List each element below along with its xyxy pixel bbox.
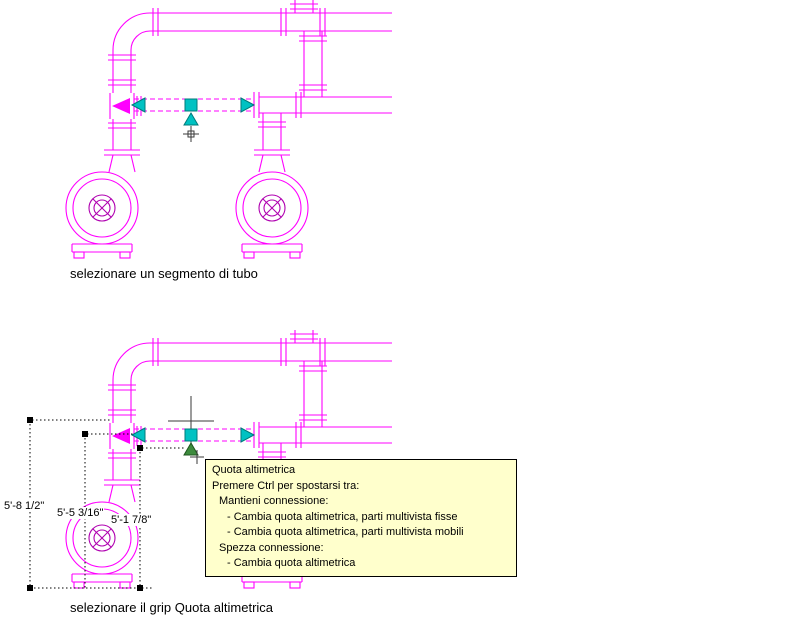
pipe-grips-top	[130, 97, 256, 126]
dimension-lines	[27, 417, 186, 591]
grip-lengthen-left[interactable]	[130, 427, 146, 443]
grip-elevation-selected[interactable]	[183, 442, 199, 456]
grip-elevation[interactable]	[183, 112, 199, 126]
pipe-scene-instance	[66, 0, 392, 258]
dimension-grip[interactable]	[137, 445, 143, 451]
grip-lengthen-right[interactable]	[240, 97, 256, 113]
tooltip-line: Mantieni connessione:	[219, 495, 329, 507]
tooltip-line: Quota altimetrica	[212, 464, 296, 476]
tooltip-line: Premere Ctrl per spostarsi tra:	[212, 479, 360, 492]
dimension-grip[interactable]	[27, 585, 33, 591]
crosshair-cursor	[183, 126, 199, 142]
dimension-label: 5'-8 1/2"	[3, 500, 46, 512]
grip-lengthen-right[interactable]	[240, 427, 256, 443]
crosshair-cursor-large	[168, 396, 214, 450]
dimension-label: 5'-5 3/16"	[56, 507, 105, 519]
grip-move[interactable]	[184, 98, 198, 112]
tooltip-line: - Cambia quota altimetrica, parti multiv…	[227, 526, 464, 538]
pickbox-cursor	[190, 450, 204, 464]
dimension-label: 5'-1 7/8"	[110, 514, 153, 526]
caption-bottom: selezionare il grip Quota altimetrica	[70, 600, 274, 615]
pipe-assembly-top	[66, 0, 392, 258]
tooltip-line: Spezza connessione:	[219, 541, 324, 554]
pipe-grips-bottom	[130, 427, 256, 456]
grip-lengthen-left[interactable]	[130, 97, 146, 113]
tooltip-line: - Cambia quota altimetrica	[227, 557, 356, 569]
elevation-grip-tooltip: Quota altimetrica Premere Ctrl per spost…	[205, 459, 517, 577]
dimension-grip[interactable]	[137, 585, 143, 591]
grip-move[interactable]	[184, 428, 198, 442]
dimension-grip[interactable]	[27, 417, 33, 423]
tooltip-line: - Cambia quota altimetrica, parti multiv…	[227, 510, 458, 523]
caption-top: selezionare un segmento di tubo	[70, 266, 258, 281]
dimension-grip[interactable]	[82, 431, 88, 437]
